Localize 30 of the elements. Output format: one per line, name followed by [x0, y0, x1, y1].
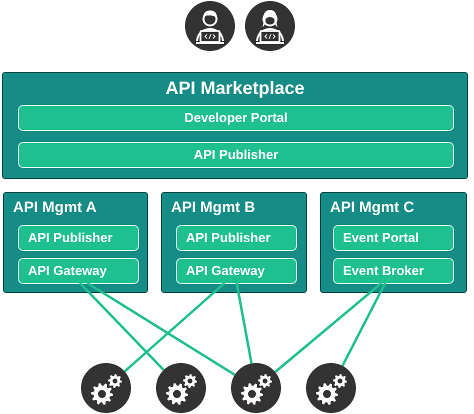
- panel-title: API Mgmt B: [171, 198, 256, 218]
- component-label: Event Portal: [343, 230, 419, 246]
- component-box: [18, 258, 139, 284]
- component-label: Event Broker: [343, 263, 424, 279]
- component-box: [176, 258, 297, 284]
- component-box: [18, 105, 454, 131]
- component-label: API Publisher: [28, 230, 113, 246]
- panel-box: [3, 192, 148, 293]
- component-label: API Gateway: [186, 263, 265, 279]
- panel-box: [161, 192, 307, 293]
- component-box: [176, 225, 297, 251]
- connector-line: [274, 282, 382, 373]
- panel-title: API Mgmt C: [330, 198, 414, 218]
- component-box: [18, 142, 454, 168]
- connector-line: [235, 282, 253, 364]
- component-label: API Publisher: [194, 147, 278, 163]
- panel-title: API Marketplace: [165, 77, 305, 99]
- component-label: API Publisher: [186, 230, 271, 246]
- panel-box: [2, 72, 468, 179]
- panel-title: API Mgmt A: [13, 198, 97, 218]
- component-box: [18, 225, 139, 251]
- connector-line: [86, 282, 236, 376]
- connector-line: [79, 282, 165, 371]
- panel-box: [320, 192, 467, 293]
- component-box: [333, 225, 454, 251]
- component-box: [333, 258, 454, 284]
- component-label: Developer Portal: [184, 110, 288, 126]
- component-label: API Gateway: [28, 263, 107, 279]
- connector-line: [124, 282, 226, 372]
- connector-line: [341, 282, 386, 366]
